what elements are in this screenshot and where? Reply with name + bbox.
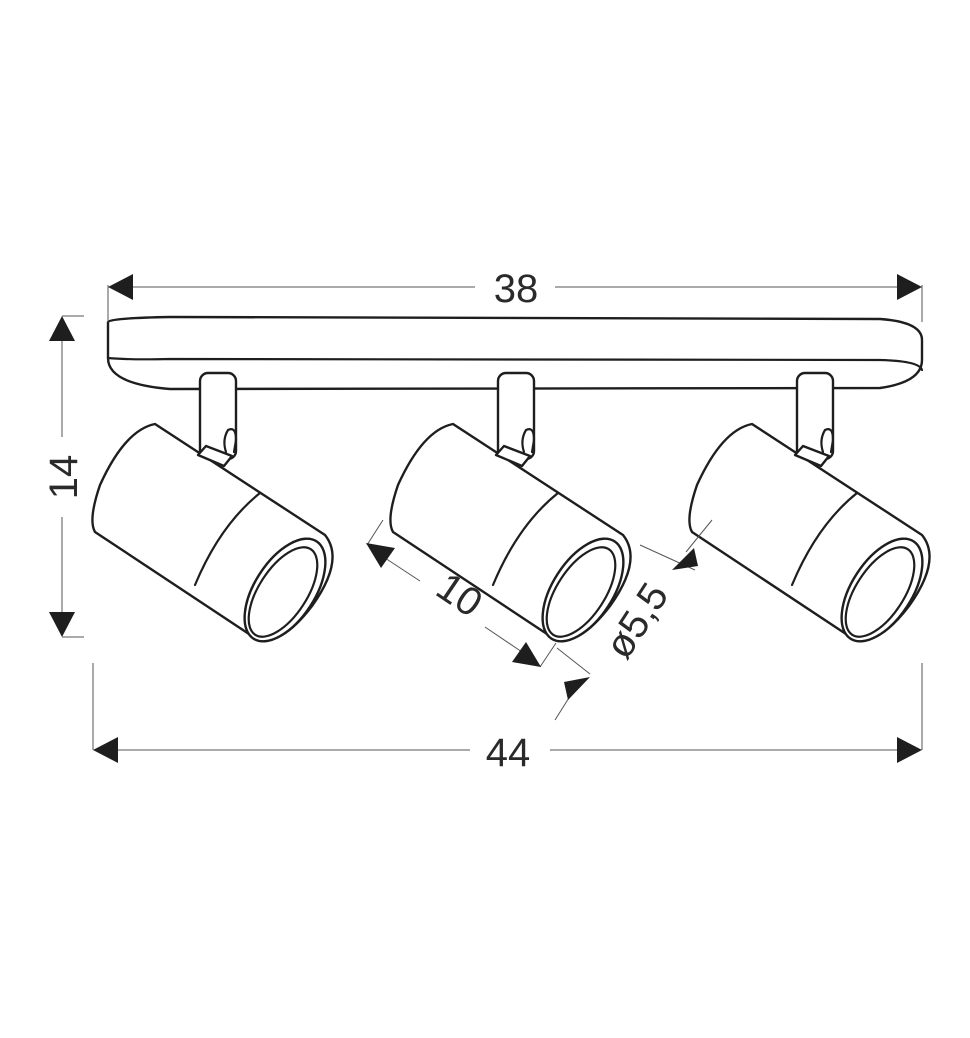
center-spotlight <box>389 371 632 643</box>
arrow-down-right-icon <box>512 642 541 667</box>
ceiling-bar <box>106 315 924 391</box>
arrow-up-right-icon <box>564 677 590 700</box>
arrow-left-icon <box>108 274 133 300</box>
dimension-bar-length: 38 <box>107 267 923 322</box>
arrow-right-icon <box>897 737 922 763</box>
arrow-up-left-icon <box>366 543 395 568</box>
dimension-label-14: 14 <box>42 455 86 500</box>
arrow-down-icon <box>49 612 75 637</box>
dimension-label-38: 38 <box>494 267 539 311</box>
arrow-right-icon <box>897 274 922 300</box>
dimension-height: 14 <box>42 315 86 638</box>
left-spotlight <box>91 371 334 643</box>
dimension-total-width: 44 <box>92 663 923 775</box>
arrow-left-icon <box>93 737 118 763</box>
right-spotlight <box>688 371 931 643</box>
arrow-up-icon <box>49 316 75 341</box>
arrow-down-left-icon <box>672 548 698 570</box>
dimension-label-44: 44 <box>486 731 531 775</box>
